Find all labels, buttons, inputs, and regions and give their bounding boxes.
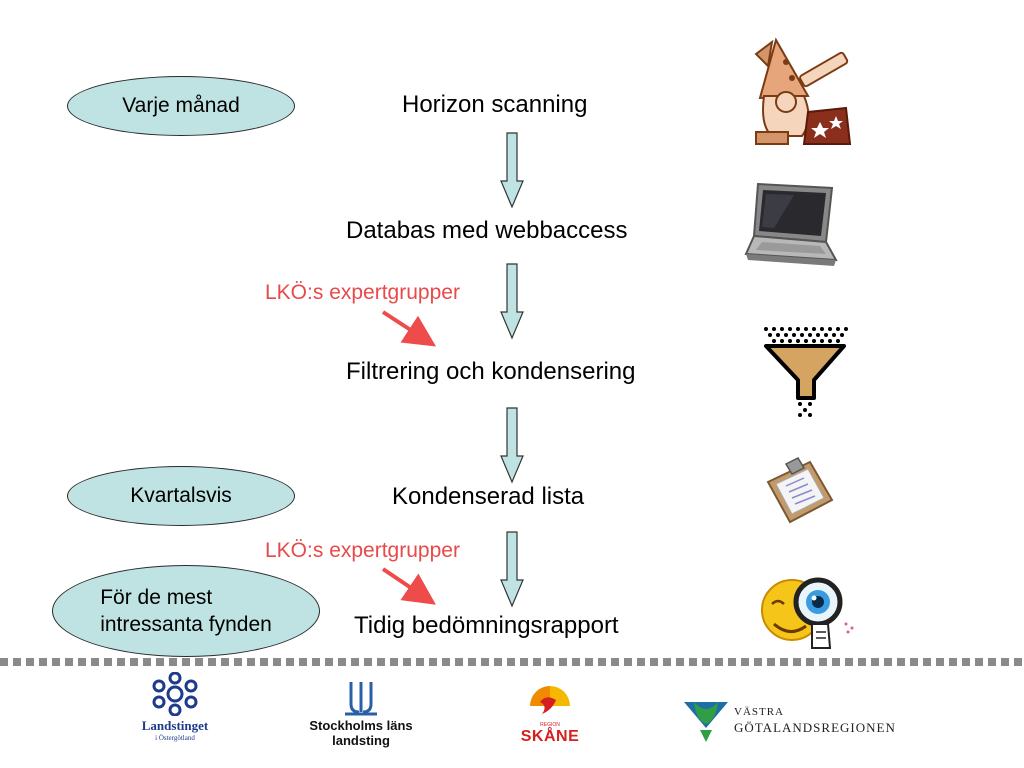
oval-most-interesting-line2: intressanta fynden xyxy=(100,613,272,636)
step-horizon-scanning: Horizon scanning xyxy=(402,91,588,118)
expert-group-label-2: LKÖ:s expertgrupper xyxy=(265,539,460,562)
stockholm-line1: Stockholms läns xyxy=(309,718,413,733)
vgr-mark-icon xyxy=(684,702,728,742)
skane-small: REGION xyxy=(540,722,560,728)
vgr-line2: GÖTALANDSREGIONEN xyxy=(734,720,896,735)
oval-most-interesting-line1: För de mest xyxy=(100,586,213,609)
step-early-assessment: Tidig bedömningsrapport xyxy=(354,612,619,639)
expert-group-label-1: LKÖ:s expertgrupper xyxy=(265,281,460,304)
down-arrow-2 xyxy=(500,263,524,340)
ostergotland-sub: i Östergötland xyxy=(155,734,195,742)
oval-most-interesting: För de mest intressanta fynden xyxy=(52,565,320,657)
laptop-icon xyxy=(744,182,838,266)
step-condensed-list: Kondenserad lista xyxy=(392,483,585,510)
magnifier-smiley-icon xyxy=(761,577,854,649)
cornflower-logo-icon xyxy=(152,672,198,716)
dotted-separator xyxy=(0,658,1024,666)
down-arrow-3 xyxy=(500,407,524,484)
vgr-line1: VÄSTRA xyxy=(734,706,785,718)
logo-skane: REGION SKÅNE xyxy=(512,684,588,754)
down-arrow-4 xyxy=(500,531,524,608)
down-arrow-1 xyxy=(500,132,524,209)
skane-griffin-icon xyxy=(530,686,570,714)
step-filtering: Filtrering och kondensering xyxy=(346,358,636,385)
logo-vgr: VÄSTRA GÖTALANDSREGIONEN xyxy=(682,698,912,746)
expert-arrow-1 xyxy=(381,310,437,347)
oval-monthly: Varje månad xyxy=(67,76,295,136)
ostergotland-name: Landstinget xyxy=(141,718,209,733)
logo-stockholm: Stockholms läns landsting xyxy=(296,680,426,760)
skane-name: SKÅNE xyxy=(520,728,580,745)
step-database: Databas med webbaccess xyxy=(346,217,628,244)
logo-ostergotland: Landstinget i Östergötland xyxy=(120,672,230,752)
stockholm-line2: landsting xyxy=(332,733,390,748)
stockholm-mark-icon xyxy=(345,682,377,716)
clipboard-icon xyxy=(766,457,834,524)
expert-arrow-2 xyxy=(381,567,436,605)
funnel-icon xyxy=(764,327,848,417)
oval-quarterly: Kvartalsvis xyxy=(67,466,295,526)
oval-quarterly-label: Kvartalsvis xyxy=(130,484,232,507)
wizard-telescope-icon xyxy=(754,37,852,145)
oval-monthly-label: Varje månad xyxy=(122,94,240,117)
